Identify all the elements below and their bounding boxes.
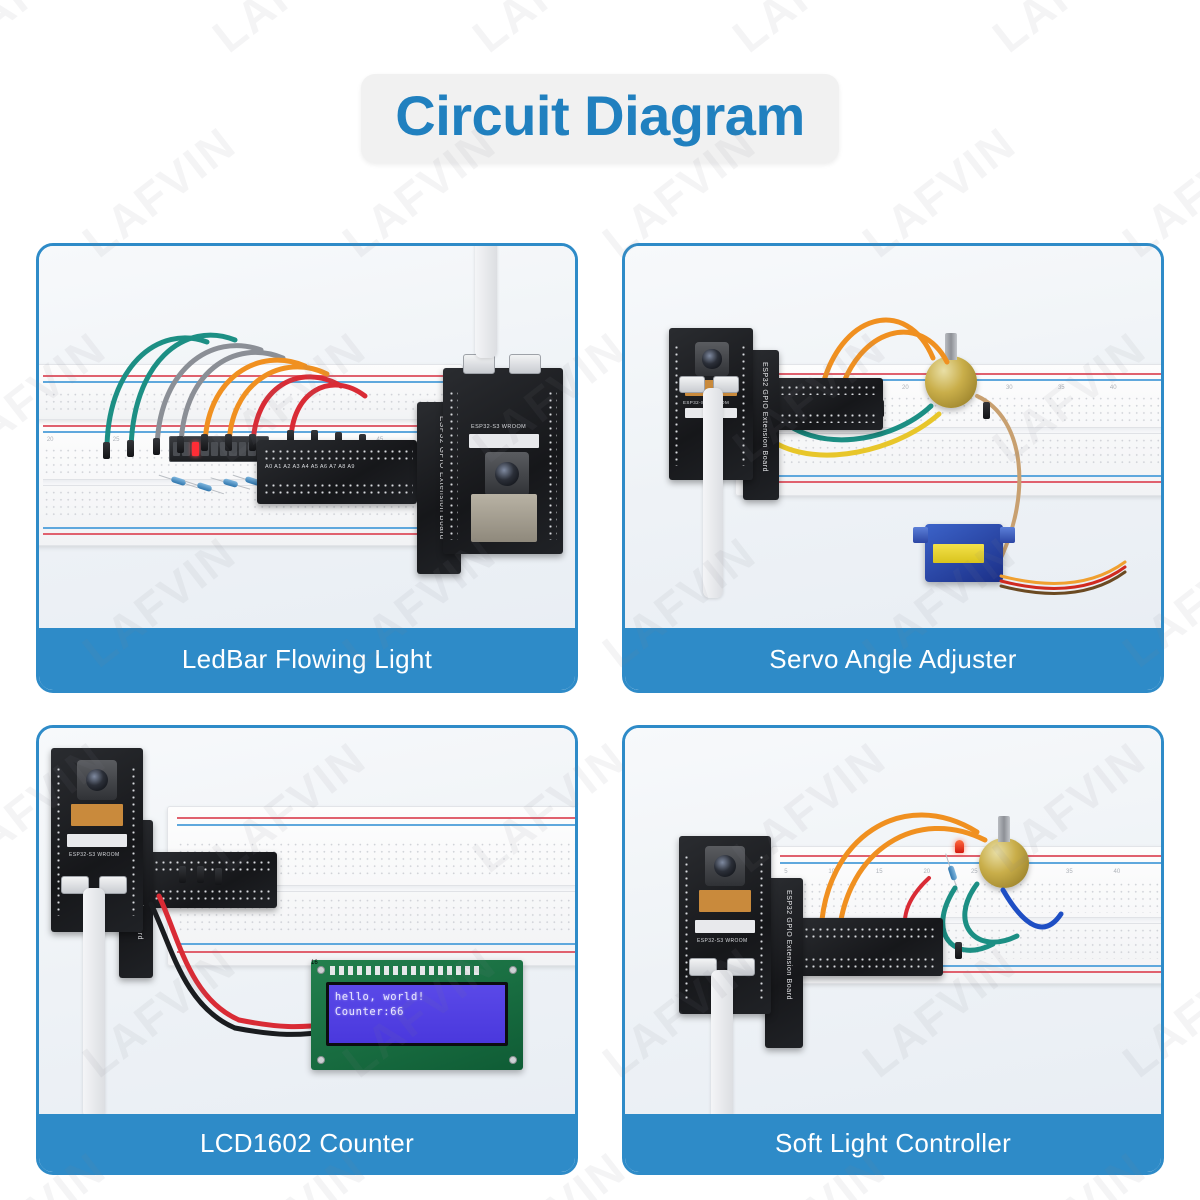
esp32-gpio-extension-board — [773, 378, 883, 430]
usb-c-cable — [83, 888, 105, 1114]
board-label: ESP32 GPIO Extension Board — [785, 890, 792, 1001]
usb-c-port — [61, 876, 89, 894]
red-led — [955, 840, 964, 853]
lcd-pin-header — [330, 965, 483, 976]
watermark-text: LAFVIN — [202, 0, 376, 63]
lcd-pin-number: 16 — [311, 960, 318, 966]
lcd-line-1: hello, world! — [334, 991, 425, 1003]
lcd1602-module: 16 hello, world! Counter:66 — [311, 960, 523, 1070]
jumper-plug — [103, 442, 110, 459]
photo-servo-angle-adjuster: 51015202530354045 — [625, 246, 1161, 628]
card-lcd1602-counter[interactable]: ESP32 GPIO Extension Board ESP32-S3 WROO… — [36, 725, 578, 1175]
page-title-container: Circuit Diagram — [0, 74, 1200, 163]
card-caption-ledbar-flowing-light: LedBar Flowing Light — [39, 628, 575, 690]
esp32-gpio-extension-board-vertical: ESP32 GPIO Extension Board — [765, 878, 803, 1048]
page-title: Circuit Diagram — [395, 84, 805, 147]
card-ledbar-flowing-light[interactable]: 20253035404550 — [36, 243, 578, 693]
jumper-plug — [287, 430, 294, 447]
jumper-plug — [127, 440, 134, 457]
card-soft-light-controller[interactable]: 51015202530354045 — [622, 725, 1164, 1175]
photo-soft-light-controller: 51015202530354045 — [625, 728, 1161, 1114]
jumper-plug — [983, 402, 990, 419]
jumper-plug — [249, 434, 256, 451]
esp32-gpio-extension-board — [147, 852, 277, 908]
jumper-wires — [625, 728, 1161, 1114]
card-servo-angle-adjuster[interactable]: 51015202530354045 — [622, 243, 1164, 693]
camera-module — [77, 760, 117, 800]
potentiometer-shaft — [944, 333, 958, 361]
watermark-text: LAFVIN — [722, 0, 896, 63]
usb-c-port — [509, 354, 541, 374]
camera-module — [705, 846, 745, 886]
usb-c-cable — [711, 970, 733, 1114]
usb-c-cable — [475, 246, 497, 358]
jumper-plug — [311, 430, 318, 447]
esp32-s3-board: ESP32-S3 WROOM — [51, 748, 143, 932]
usb-c-port — [679, 376, 705, 393]
esp32-module-label: ESP32-S3 WROOM — [471, 424, 527, 430]
lcd-screen: hello, world! Counter:66 — [325, 982, 509, 1046]
watermark-text: LAFVIN — [462, 0, 636, 63]
card-caption-servo-angle-adjuster: Servo Angle Adjuster — [625, 628, 1161, 690]
esp32-s3-board: ESP32-S3 WROOM — [443, 368, 563, 554]
watermark-text: LAFVIN — [982, 0, 1156, 63]
esp32-module-label: ESP32-S3 WROOM — [697, 938, 748, 944]
jumper-plug — [225, 434, 232, 451]
lcd-line-2: Counter:66 — [334, 1006, 405, 1019]
jumper-plug — [955, 942, 962, 959]
camera-module — [695, 342, 729, 376]
jumper-wires — [39, 246, 575, 628]
esp32-module-label: ESP32-S3 WROOM — [69, 852, 120, 858]
usb-c-port — [727, 958, 755, 976]
circuit-card-grid: 20253035404550 — [36, 243, 1164, 1175]
jumper-plug — [177, 436, 184, 453]
card-caption-soft-light-controller: Soft Light Controller — [625, 1114, 1161, 1172]
camera-module — [485, 452, 529, 496]
photo-lcd1602-counter: ESP32 GPIO Extension Board ESP32-S3 WROO… — [39, 728, 575, 1114]
servo-label — [932, 543, 985, 564]
esp32-gpio-extension-board — [797, 918, 943, 976]
jumper-plug — [215, 868, 222, 885]
card-caption-lcd1602-counter: LCD1602 Counter — [39, 1114, 575, 1172]
usb-c-cable — [703, 388, 723, 598]
potentiometer-shaft — [998, 816, 1010, 842]
jumper-plug — [179, 866, 186, 883]
sg90-servo — [912, 524, 1016, 582]
jumper-plug — [201, 434, 208, 451]
usb-c-port — [99, 876, 127, 894]
jumper-plug — [153, 438, 160, 455]
esp32-gpio-extension-board: A0 A1 A2 A3 A4 A5 A6 A7 A8 A9 — [257, 440, 417, 504]
usb-c-port — [689, 958, 717, 976]
page-title-box: Circuit Diagram — [361, 74, 839, 163]
potentiometer — [979, 816, 1029, 888]
photo-ledbar-flowing-light: 20253035404550 — [39, 246, 575, 628]
watermark-text: LAFVIN — [0, 0, 116, 63]
jumper-plug — [197, 866, 204, 883]
potentiometer — [925, 333, 977, 408]
servo-cable — [625, 246, 1161, 628]
